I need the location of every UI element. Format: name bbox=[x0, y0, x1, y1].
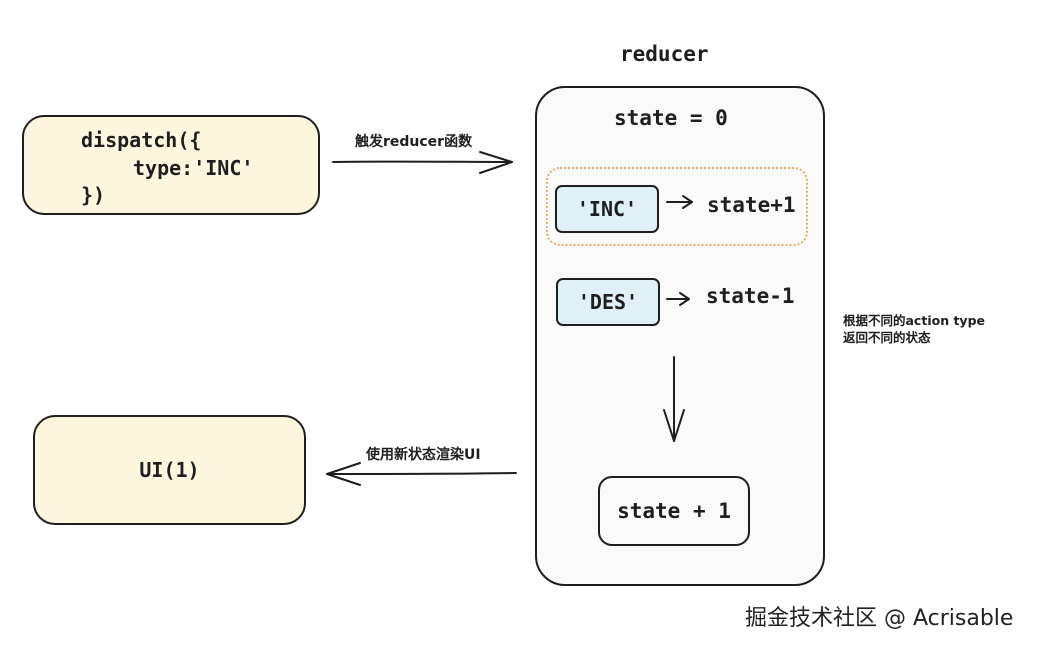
render-arrow bbox=[326, 462, 517, 486]
note-line1: 根据不同的action type bbox=[843, 313, 985, 328]
des-result-arrow bbox=[666, 292, 690, 306]
output-state-box: state + 1 bbox=[598, 476, 750, 546]
dispatch-code-line1: dispatch({ bbox=[81, 128, 202, 152]
trigger-arrow bbox=[332, 151, 513, 174]
initial-state: state = 0 bbox=[614, 106, 728, 130]
action-des-result: state-1 bbox=[706, 284, 795, 308]
inc-highlight bbox=[546, 167, 808, 246]
note-line2: 返回不同的状态 bbox=[843, 330, 931, 345]
ui-box: UI(1) bbox=[33, 415, 306, 525]
down-arrow bbox=[663, 356, 685, 442]
action-des-box: 'DES' bbox=[556, 278, 660, 326]
render-edge-label: 使用新状态渲染UI bbox=[366, 447, 481, 463]
reducer-title: reducer bbox=[620, 42, 709, 66]
output-state-label: state + 1 bbox=[617, 499, 731, 523]
watermark: 掘金技术社区 @ Acrisable bbox=[745, 606, 1014, 631]
action-inc-label: 'INC' bbox=[576, 197, 638, 221]
action-inc-result: state+1 bbox=[707, 193, 796, 217]
ui-label: UI(1) bbox=[139, 458, 200, 482]
dispatch-code-line2: type:'INC' bbox=[133, 156, 254, 180]
inc-result-arrow bbox=[666, 195, 693, 209]
action-inc-box: 'INC' bbox=[555, 185, 659, 233]
dispatch-box: dispatch({ type:'INC' }) bbox=[22, 115, 320, 215]
action-des-label: 'DES' bbox=[577, 290, 639, 314]
dispatch-code-line3: }) bbox=[81, 183, 106, 207]
trigger-edge-label: 触发reducer函数 bbox=[355, 134, 473, 150]
